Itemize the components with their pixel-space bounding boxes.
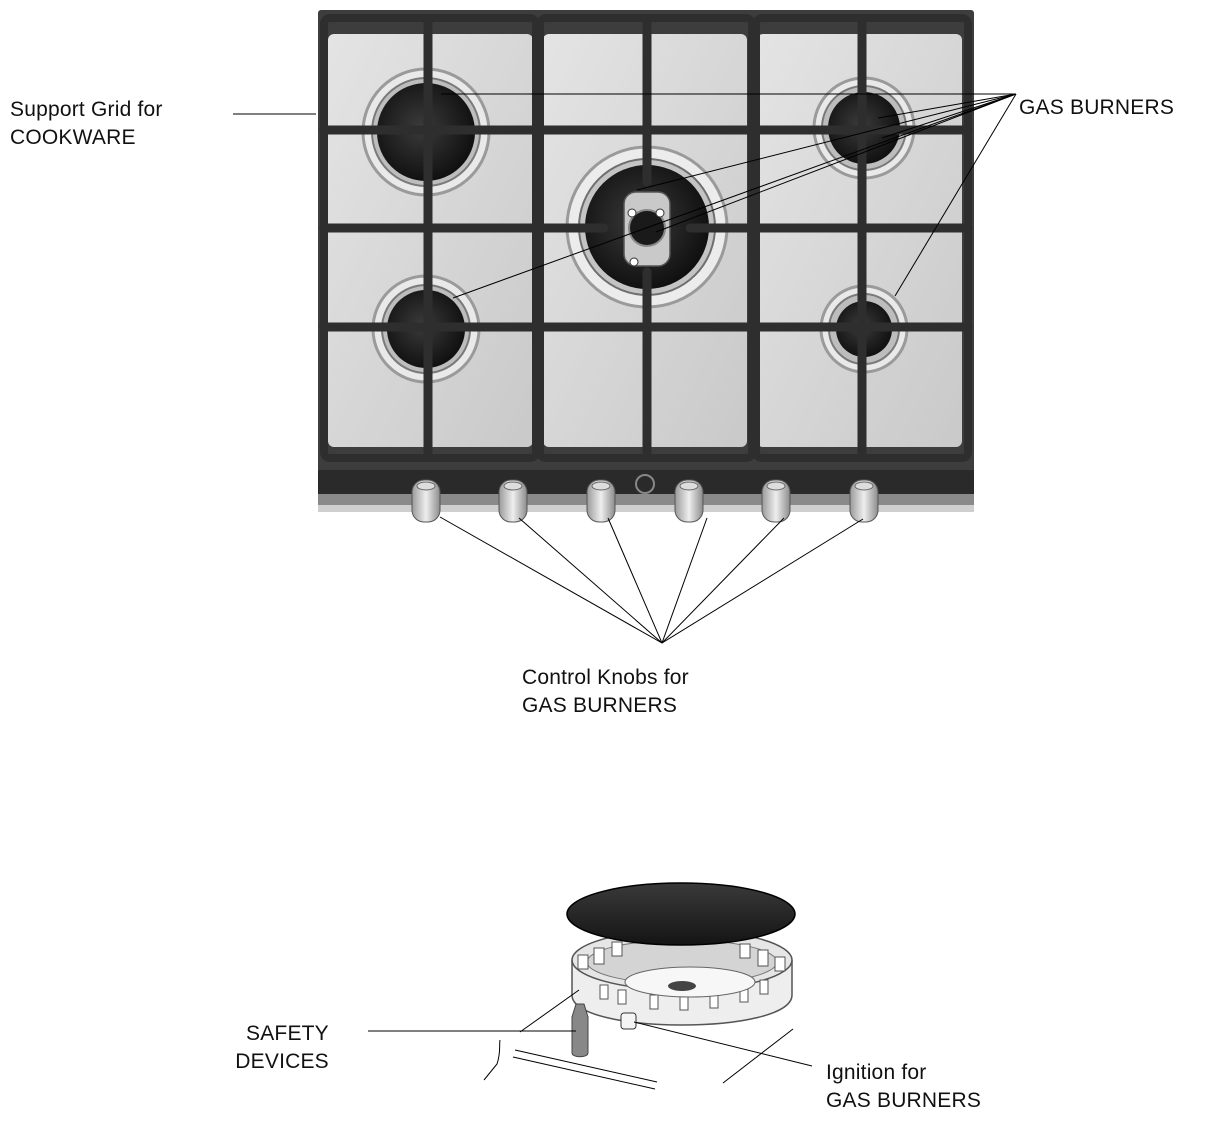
knob-4[interactable] — [674, 479, 704, 523]
ignition-plug — [620, 1012, 637, 1030]
support-grid-label-line1: Support Grid for — [10, 98, 163, 121]
burner-cap — [566, 882, 796, 946]
ignition-label-line1: Ignition for — [826, 1061, 927, 1084]
control-knobs-label-line1: Control Knobs for — [522, 666, 689, 689]
knob-6[interactable] — [849, 479, 879, 523]
support-grid — [319, 14, 973, 462]
ignition-label: Ignition for GAS BURNERS — [826, 1059, 981, 1115]
safety-devices-label-line1: SAFETY — [246, 1022, 329, 1045]
support-grid-label: Support Grid for COOKWARE — [10, 96, 163, 152]
gas-burners-label: GAS BURNERS — [1019, 96, 1175, 119]
knob-5[interactable] — [761, 479, 791, 523]
support-grid-label-line2: COOKWARE — [10, 126, 136, 149]
safety-thermocouple — [571, 1003, 589, 1058]
knob-2[interactable] — [498, 479, 528, 523]
knob-1[interactable] — [411, 479, 441, 523]
ignition-label-line2: GAS BURNERS — [826, 1089, 982, 1112]
leader-lines-top — [233, 93, 1017, 644]
control-knobs-label: Control Knobs for GAS BURNERS — [522, 664, 689, 720]
cooktop — [318, 10, 974, 523]
brand-logo-icon — [635, 474, 655, 494]
leader-lines-bottom — [368, 989, 813, 1067]
burner-detail — [483, 882, 796, 1090]
leader-ignition — [633, 1021, 813, 1067]
safety-devices-label: SAFETY DEVICES — [232, 1020, 329, 1076]
control-knobs-label-line2: GAS BURNERS — [522, 694, 678, 717]
knob-3[interactable] — [586, 479, 616, 523]
safety-devices-label-line2: DEVICES — [235, 1050, 329, 1073]
